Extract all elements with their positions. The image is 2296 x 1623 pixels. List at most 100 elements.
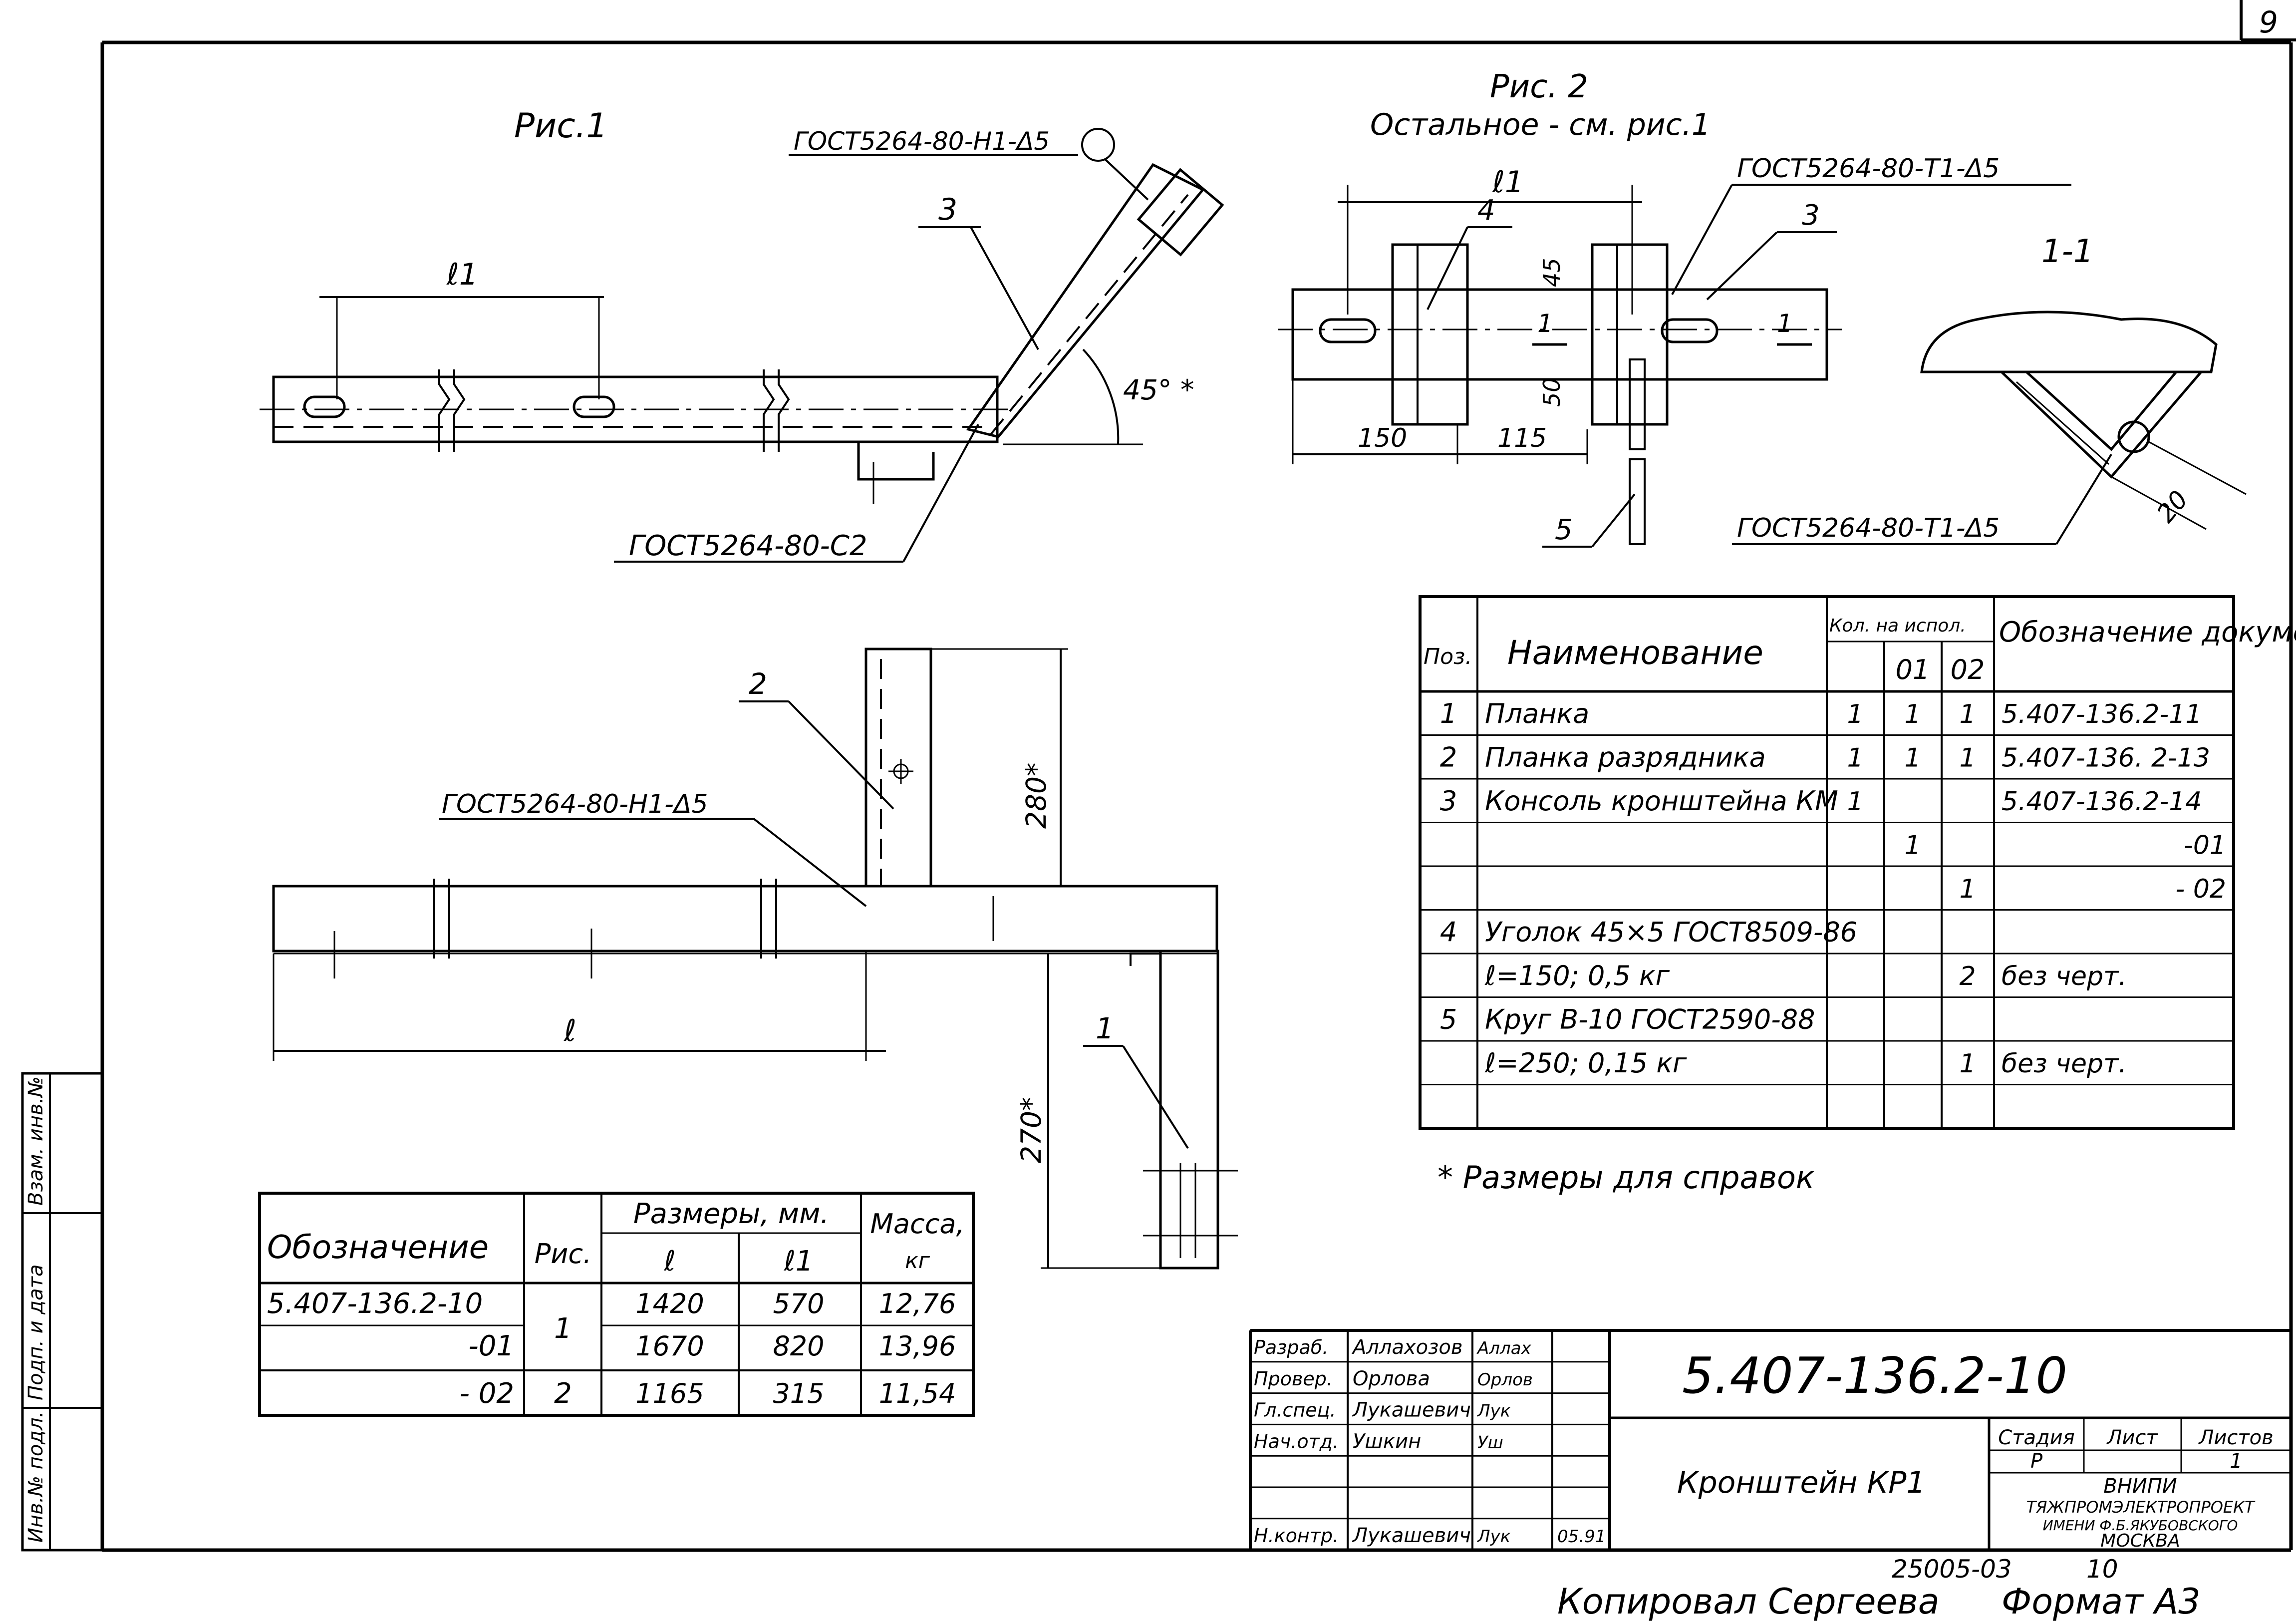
reference-note: * Размеры для справок bbox=[1437, 1159, 1815, 1196]
sheet-label: Лист bbox=[2106, 1426, 2158, 1449]
angle-section bbox=[1998, 370, 2204, 479]
spec-cell-qty: 1 bbox=[1847, 699, 1863, 729]
dims-header-designation: Обозначение bbox=[267, 1229, 489, 1266]
spec-cell-qty-02: 1 bbox=[1959, 699, 1976, 729]
org-line-2: ТЯЖПРОМЭЛЕКТРОПРОЕКТ bbox=[2026, 1498, 2256, 1517]
spec-cell-qty: 1 bbox=[1847, 787, 1863, 817]
tb-name: Лукашевич bbox=[1352, 1524, 1471, 1547]
tb-name: Лукашевич bbox=[1352, 1399, 1471, 1422]
fig1-callout-3: 3 bbox=[938, 192, 957, 227]
spec-cell-pos: 4 bbox=[1440, 917, 1457, 948]
dims-cell-mass: 13,96 bbox=[879, 1330, 956, 1362]
dims-cell-l: 1165 bbox=[635, 1378, 704, 1409]
item-name: Кронштейн КР1 bbox=[1677, 1465, 1926, 1500]
spec-cell-name: ℓ=250; 0,15 кг bbox=[1484, 1047, 1687, 1079]
fig1-dim-l1: ℓ1 bbox=[446, 257, 478, 292]
dims-cell-l1: 570 bbox=[773, 1288, 824, 1319]
side-stamp-sign: Подп. и дата bbox=[24, 1265, 47, 1400]
doc-number: 5.407-136.2-10 bbox=[1682, 1346, 2067, 1405]
fig1-dim-l: ℓ bbox=[564, 1013, 576, 1048]
tb-signature: Лук bbox=[1476, 1401, 1511, 1421]
tb-signature: Орлов bbox=[1477, 1370, 1533, 1390]
section-title: 1-1 bbox=[2041, 233, 2094, 270]
stage-value: Р bbox=[2030, 1450, 2043, 1473]
spec-cell-name: Консоль кронштейна КМ bbox=[1485, 785, 1838, 817]
sheet-number: 9 bbox=[2259, 5, 2278, 40]
fig1-weld-bottom: ГОСТ5264-80-С2 bbox=[629, 530, 867, 562]
fig1-weld-plan: ГОСТ5264-80-Н1-Δ5 bbox=[442, 789, 708, 819]
dims-header-l1: ℓ1 bbox=[784, 1245, 814, 1278]
side-stamp-replace: Взам. инв.№ bbox=[24, 1076, 47, 1206]
sheets-label: Листов bbox=[2198, 1426, 2273, 1449]
dims-cell-mass: 11,54 bbox=[879, 1378, 956, 1409]
fig1-callout-2: 2 bbox=[749, 667, 767, 701]
drawing-frame bbox=[100, 40, 2293, 1552]
dims-cell-l: 1670 bbox=[635, 1330, 704, 1362]
spec-cell-qty-02: 1 bbox=[1959, 1049, 1976, 1079]
spec-cell-doc: - 02 bbox=[2176, 874, 2226, 904]
fig2-weld: ГОСТ5264-80-Т1-Δ5 bbox=[1737, 154, 2000, 184]
figure-2-title: Рис. 2 bbox=[1490, 68, 1588, 105]
spec-cell-qty-01: 1 bbox=[1904, 743, 1921, 773]
spec-cell-doc: без черт. bbox=[2002, 962, 2127, 991]
arrester-plate bbox=[864, 648, 932, 888]
org-line-3: ИМЕНИ Ф.Б.ЯКУБОВСКОГО bbox=[2043, 1517, 2238, 1534]
side-stamp-inv: Инв.№ подл. bbox=[24, 1411, 47, 1543]
spec-cell-doc: без черт. bbox=[2002, 1049, 2127, 1079]
fig1-weld-top: ГОСТ5264-80-Н1-Δ5 bbox=[794, 127, 1050, 156]
plan-bar bbox=[272, 885, 1218, 953]
footer-copied: Копировал Сергеева bbox=[1557, 1581, 1940, 1622]
spec-cell-qty-02: 1 bbox=[1959, 874, 1976, 904]
tb-role: Н.контр. bbox=[1254, 1525, 1339, 1547]
tb-role: Нач.отд. bbox=[1254, 1431, 1339, 1453]
section-dim-20: 20 bbox=[2151, 485, 2194, 528]
tb-name: Орлова bbox=[1353, 1367, 1430, 1390]
angle-arc bbox=[1082, 348, 1120, 445]
fig2-section-mark: 1 bbox=[1777, 309, 1793, 338]
spec-cell-qty-02: 2 bbox=[1959, 962, 1976, 991]
fig1-dim-270: 270* bbox=[1015, 1097, 1047, 1163]
plan-view: 280* 2 ГОСТ5264-80-Н1-Δ5 ℓ 270* 1 bbox=[272, 648, 1238, 1270]
dims-cell-designation: 5.407-136.2-10 bbox=[267, 1288, 483, 1320]
tb-signature: Лук bbox=[1476, 1527, 1511, 1547]
spec-cell-pos: 1 bbox=[1440, 698, 1457, 729]
fig1-angle: 45° * bbox=[1123, 374, 1194, 406]
sheets-value: 1 bbox=[2230, 1450, 2242, 1473]
spec-cell-qty-01: 1 bbox=[1904, 699, 1921, 729]
spec-header-qty-01: 01 bbox=[1896, 654, 1930, 685]
dims-cell-l1: 820 bbox=[773, 1330, 824, 1362]
figure-1-title: Рис.1 bbox=[514, 106, 607, 146]
org-line-1: ВНИПИ bbox=[2103, 1475, 2177, 1498]
dims-cell-fig: 2 bbox=[554, 1377, 572, 1410]
footer-format: Формат А3 bbox=[2002, 1581, 2201, 1622]
fig2-callout-4: 4 bbox=[1477, 194, 1495, 227]
dims-cell-fig: 1 bbox=[554, 1312, 572, 1345]
tb-signature: Уш bbox=[1477, 1433, 1503, 1453]
figure-2: Рис. 2 Остальное - см. рис.1 ℓ1 150 115 … bbox=[1278, 68, 2071, 548]
dims-header-l: ℓ bbox=[663, 1245, 675, 1278]
spec-header-doc: Обозначение документа bbox=[1999, 616, 2296, 649]
fig2-bar bbox=[1291, 288, 1828, 381]
tb-role: Гл.спец. bbox=[1254, 1399, 1336, 1421]
fig2-dim-l1: ℓ1 bbox=[1492, 165, 1524, 200]
sheet-number-box: 9 bbox=[2240, 0, 2296, 41]
spec-table: Поз. Наименование Кол. на испол. 01 02 О… bbox=[1419, 595, 2296, 1130]
spec-cell-name: Круг В-10 ГОСТ2590-88 bbox=[1485, 1004, 1815, 1035]
spec-header-pos: Поз. bbox=[1424, 644, 1472, 669]
dims-table: Обозначение Рис. Размеры, мм. ℓ ℓ1 Масса… bbox=[258, 1192, 975, 1417]
spec-cell-doc: 5.407-136.2-11 bbox=[2002, 699, 2202, 729]
fig1-dim-280: 280* bbox=[1020, 763, 1052, 829]
plate-1 bbox=[1159, 950, 1219, 1270]
spec-header-qty-02: 02 bbox=[1951, 654, 1985, 685]
fig2-dim-50: 50 bbox=[1538, 377, 1565, 407]
tb-name: Ушкин bbox=[1353, 1430, 1421, 1453]
console-section bbox=[1920, 311, 2218, 373]
fig1-callout-1: 1 bbox=[1096, 1011, 1114, 1045]
spec-cell-doc: 5.407-136. 2-13 bbox=[2002, 743, 2210, 773]
dims-header-mass-unit: кг bbox=[905, 1248, 930, 1274]
slot-hole bbox=[573, 395, 615, 418]
dims-header-fig: Рис. bbox=[535, 1238, 592, 1270]
